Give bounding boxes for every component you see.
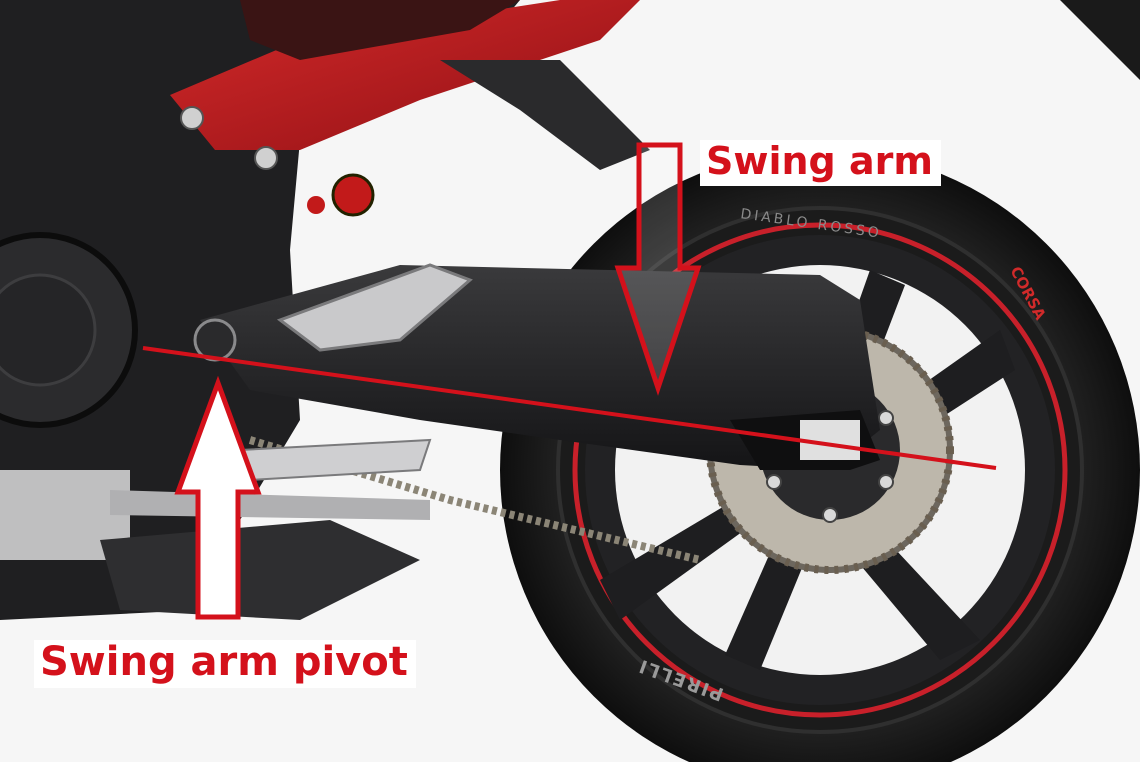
red-subframe — [170, 0, 640, 150]
bolt-head — [254, 146, 278, 170]
swing-arm-label: Swing arm — [700, 140, 941, 186]
rim-red-stripe — [572, 222, 1068, 718]
pivot-arrow — [174, 375, 262, 620]
drive-chain-lower — [248, 436, 701, 564]
frame-rail — [440, 60, 650, 170]
sprocket-teeth — [706, 326, 954, 574]
heel-guard-bracket — [276, 263, 473, 352]
swing-arm-arrow — [614, 142, 702, 396]
swing-arm-axis-line — [142, 346, 997, 470]
shift-linkage — [110, 490, 430, 520]
bolt-head — [180, 106, 204, 130]
pivot-bolt — [193, 318, 237, 362]
shock-reservoir-cap — [331, 173, 375, 217]
lower-frame — [100, 520, 420, 620]
swing-arm-pivot-label: Swing arm pivot — [34, 640, 416, 688]
